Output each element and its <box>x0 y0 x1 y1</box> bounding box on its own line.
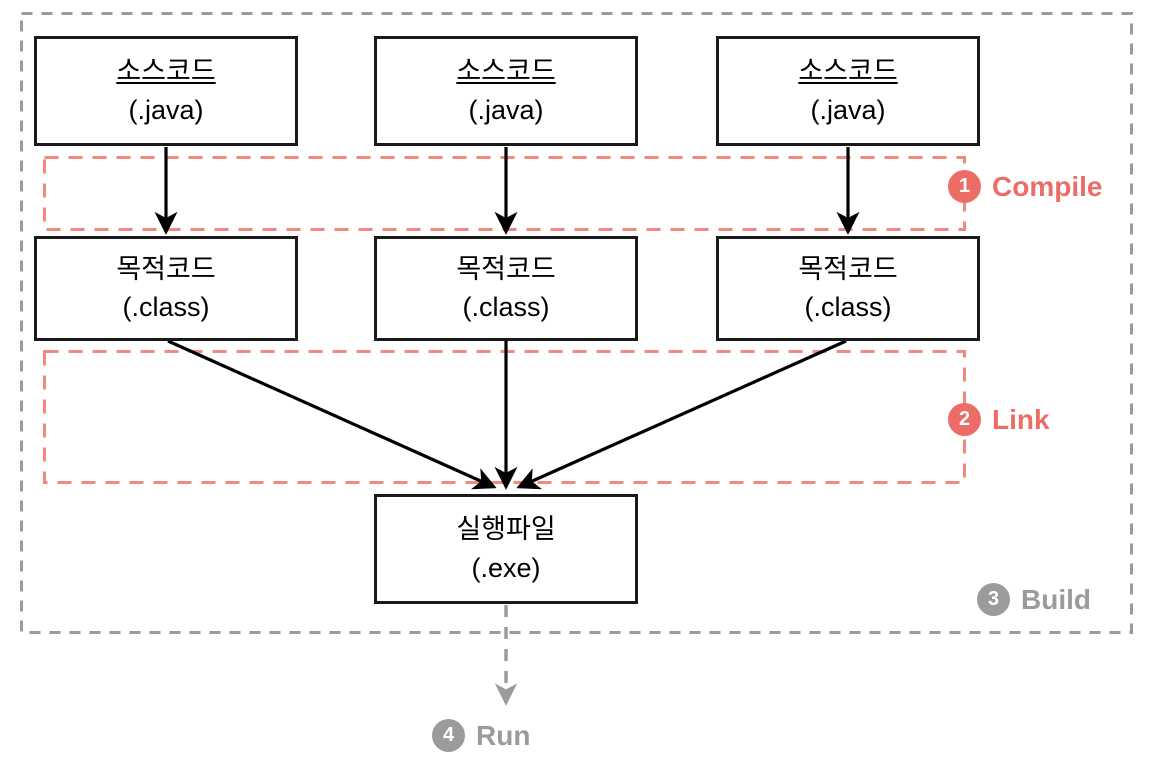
link-group-frame <box>43 350 966 484</box>
source-code-box-3-extension: (.java) <box>810 94 886 125</box>
source-code-box-3[interactable]: 소스코드 (.java) <box>716 36 980 146</box>
object-code-box-2-extension: (.class) <box>462 292 550 322</box>
compile-group-frame <box>43 156 966 231</box>
source-code-box-1[interactable]: 소스코드 (.java) <box>34 36 298 146</box>
object-code-box-1-title: 목적코드 <box>116 253 216 284</box>
step-run[interactable]: 4 Run <box>432 719 530 752</box>
step-build-badge: 3 <box>977 583 1010 616</box>
source-code-box-1-extension: (.java) <box>128 94 204 125</box>
step-build[interactable]: 3 Build <box>977 583 1091 616</box>
step-link-label: Link <box>992 403 1050 435</box>
step-link[interactable]: 2 Link <box>948 403 1050 436</box>
step-run-badge: 4 <box>432 719 465 752</box>
step-link-badge: 2 <box>948 403 981 436</box>
source-code-box-1-title: 소스코드 <box>116 56 216 87</box>
link-arrow-right <box>516 339 847 490</box>
step-run-label: Run <box>476 719 531 751</box>
step-compile-label: Compile <box>992 170 1103 202</box>
step-compile-badge: 1 <box>948 170 981 203</box>
object-code-box-1-extension: (.class) <box>122 292 210 322</box>
step-compile[interactable]: 1 Compile <box>948 170 1102 203</box>
source-code-box-3-title: 소스코드 <box>798 56 898 87</box>
executable-box-title: 실행파일 <box>456 514 556 545</box>
object-code-box-2-title: 목적코드 <box>456 253 556 284</box>
object-code-box-1[interactable]: 목적코드 (.class) <box>34 236 298 341</box>
executable-box-extension: (.exe) <box>471 552 541 583</box>
source-code-box-2-title: 소스코드 <box>456 56 556 87</box>
object-code-box-3-extension: (.class) <box>804 292 892 322</box>
executable-box[interactable]: 실행파일 (.exe) <box>374 494 638 604</box>
source-code-box-2[interactable]: 소스코드 (.java) <box>374 36 638 146</box>
object-code-box-3[interactable]: 목적코드 (.class) <box>716 236 980 341</box>
object-code-box-3-title: 목적코드 <box>798 253 898 284</box>
source-code-box-2-extension: (.java) <box>468 94 544 125</box>
step-build-label: Build <box>1021 583 1091 615</box>
link-arrow-left <box>167 339 497 490</box>
object-code-box-2[interactable]: 목적코드 (.class) <box>374 236 638 341</box>
